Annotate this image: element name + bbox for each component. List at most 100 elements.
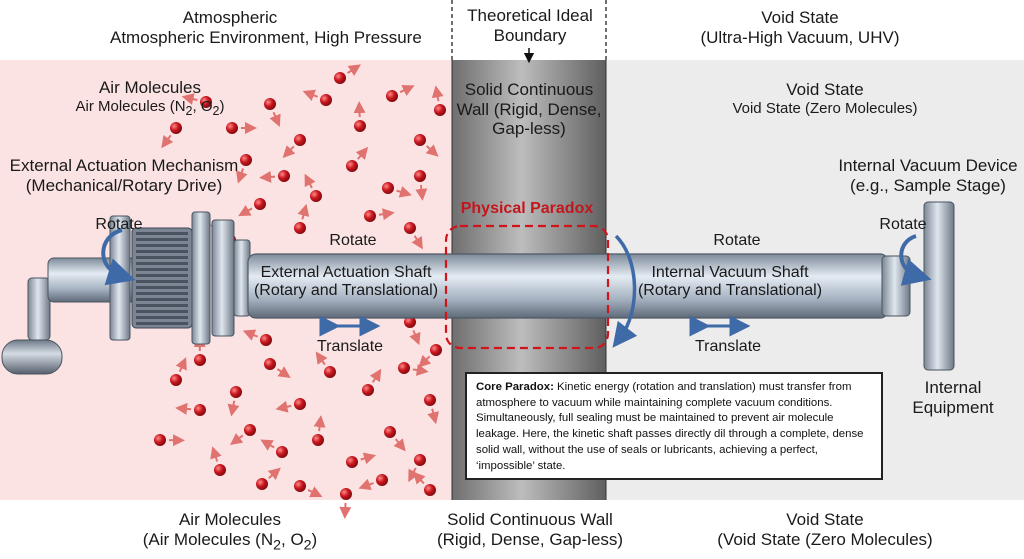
label-bottom-wall: Solid Continuous Wall(Rigid, Dense, Gap-… <box>436 510 624 549</box>
air-molecule <box>278 170 290 182</box>
rotate-arrow-mid <box>612 234 638 348</box>
air-molecule <box>398 362 410 374</box>
molecule-motion-arrow <box>302 89 318 101</box>
molecule-motion-arrow <box>276 366 291 378</box>
core-paradox-heading: Core Paradox: <box>476 381 554 393</box>
molecule-motion-arrow <box>282 145 296 158</box>
gear-tooth <box>136 310 188 313</box>
air-molecule <box>214 464 226 476</box>
label-void-top: Void State(Ultra-High Vacuum, UHV) <box>700 8 900 47</box>
label-external-mechanism: External Actuation Mechanism(Mechanical/… <box>9 156 239 195</box>
label-bottom-air: Air Molecules (Air Molecules (N2, O2) <box>142 510 318 553</box>
air-molecule <box>386 90 398 102</box>
core-paradox-text: Kinetic energy (rotation and translation… <box>476 381 864 472</box>
air-molecule <box>404 316 416 328</box>
drive-flange-3 <box>211 219 235 337</box>
molecule-motion-arrow <box>409 329 421 346</box>
molecule-motion-arrow <box>259 170 276 183</box>
label-internal-shaft: Internal Vacuum Shaft(Rotary and Transla… <box>637 264 823 300</box>
molecule-motion-arrow <box>260 439 275 451</box>
molecule-motion-arrow <box>412 364 429 376</box>
air-molecule <box>264 358 276 370</box>
molecule-motion-arrow <box>355 146 369 160</box>
air-molecule <box>364 210 376 222</box>
air-molecule <box>170 374 182 386</box>
molecule-motion-arrow <box>175 357 187 373</box>
gear-tooth <box>136 322 188 325</box>
label-rotate-int-shaft: Rotate <box>713 232 761 249</box>
air-molecules <box>154 64 446 519</box>
air-molecule <box>200 96 212 108</box>
air-molecule <box>324 366 336 378</box>
air-molecule <box>276 446 288 458</box>
gear-teeth <box>136 232 188 325</box>
molecule-motion-arrow <box>360 452 377 465</box>
air-molecule <box>346 160 358 172</box>
air-molecule <box>382 182 394 194</box>
molecule-motion-arrow <box>378 208 395 221</box>
gear-tooth <box>136 286 188 289</box>
air-molecule <box>334 72 346 84</box>
molecule-motion-arrow <box>230 433 244 446</box>
air-molecule <box>346 456 358 468</box>
air-molecule <box>320 94 332 106</box>
molecule-motion-arrow <box>307 486 323 498</box>
air-molecule <box>310 190 322 202</box>
molecule-motion-arrow <box>369 368 382 383</box>
air-molecule <box>294 134 306 146</box>
air-molecule <box>376 474 388 486</box>
gear-tooth <box>136 316 188 319</box>
gear-tooth <box>136 250 188 253</box>
air-molecule <box>340 488 352 500</box>
label-air-molecules: Air Molecules Air Molecules (N2, O2) <box>75 78 225 119</box>
gear-tooth <box>136 232 188 235</box>
rotate-arrow-left <box>101 228 136 286</box>
molecule-motion-arrow <box>431 85 444 102</box>
molecule-motion-arrow <box>412 471 426 485</box>
rotate-arrow-right <box>899 234 932 286</box>
gear-tooth <box>136 274 188 277</box>
molecule-motion-arrow <box>304 173 316 189</box>
gear-tooth <box>136 280 188 283</box>
molecule-motion-arrow <box>425 144 439 157</box>
air-molecule <box>404 222 416 234</box>
molecule-motion-arrow <box>297 203 310 220</box>
crank-grip <box>1 339 63 375</box>
air-molecule <box>384 426 396 438</box>
molecule-motion-arrow <box>238 205 253 217</box>
molecule-motion-arrow <box>236 168 248 184</box>
molecule-motion-arrow <box>315 351 328 366</box>
air-molecule <box>260 334 272 346</box>
air-molecule <box>226 122 238 134</box>
drive-flange-2 <box>191 211 211 345</box>
air-molecule <box>240 154 252 166</box>
air-molecule <box>294 398 306 410</box>
label-void-state: Void State Void State (Zero Molecules) <box>732 80 918 118</box>
air-molecule <box>254 198 266 210</box>
air-molecule <box>414 454 426 466</box>
gear-tooth <box>136 262 188 265</box>
air-molecule <box>264 98 276 110</box>
paradox-box <box>444 224 610 350</box>
molecule-motion-arrow <box>313 415 326 432</box>
gear-tooth <box>136 304 188 307</box>
gear-tooth <box>136 256 188 259</box>
label-internal-device: Internal Vacuum Device(e.g., Sample Stag… <box>838 156 1018 195</box>
air-molecule <box>424 394 436 406</box>
air-molecule <box>194 404 206 416</box>
molecule-motion-arrow <box>399 85 415 96</box>
gear-tooth <box>136 298 188 301</box>
air-molecule <box>294 480 306 492</box>
crank-arm <box>27 277 51 341</box>
air-molecule <box>256 478 268 490</box>
gear-tooth <box>136 238 188 241</box>
molecule-motion-arrow <box>347 64 361 76</box>
molecule-motion-arrow <box>427 408 439 425</box>
molecule-motion-arrow <box>411 235 423 250</box>
